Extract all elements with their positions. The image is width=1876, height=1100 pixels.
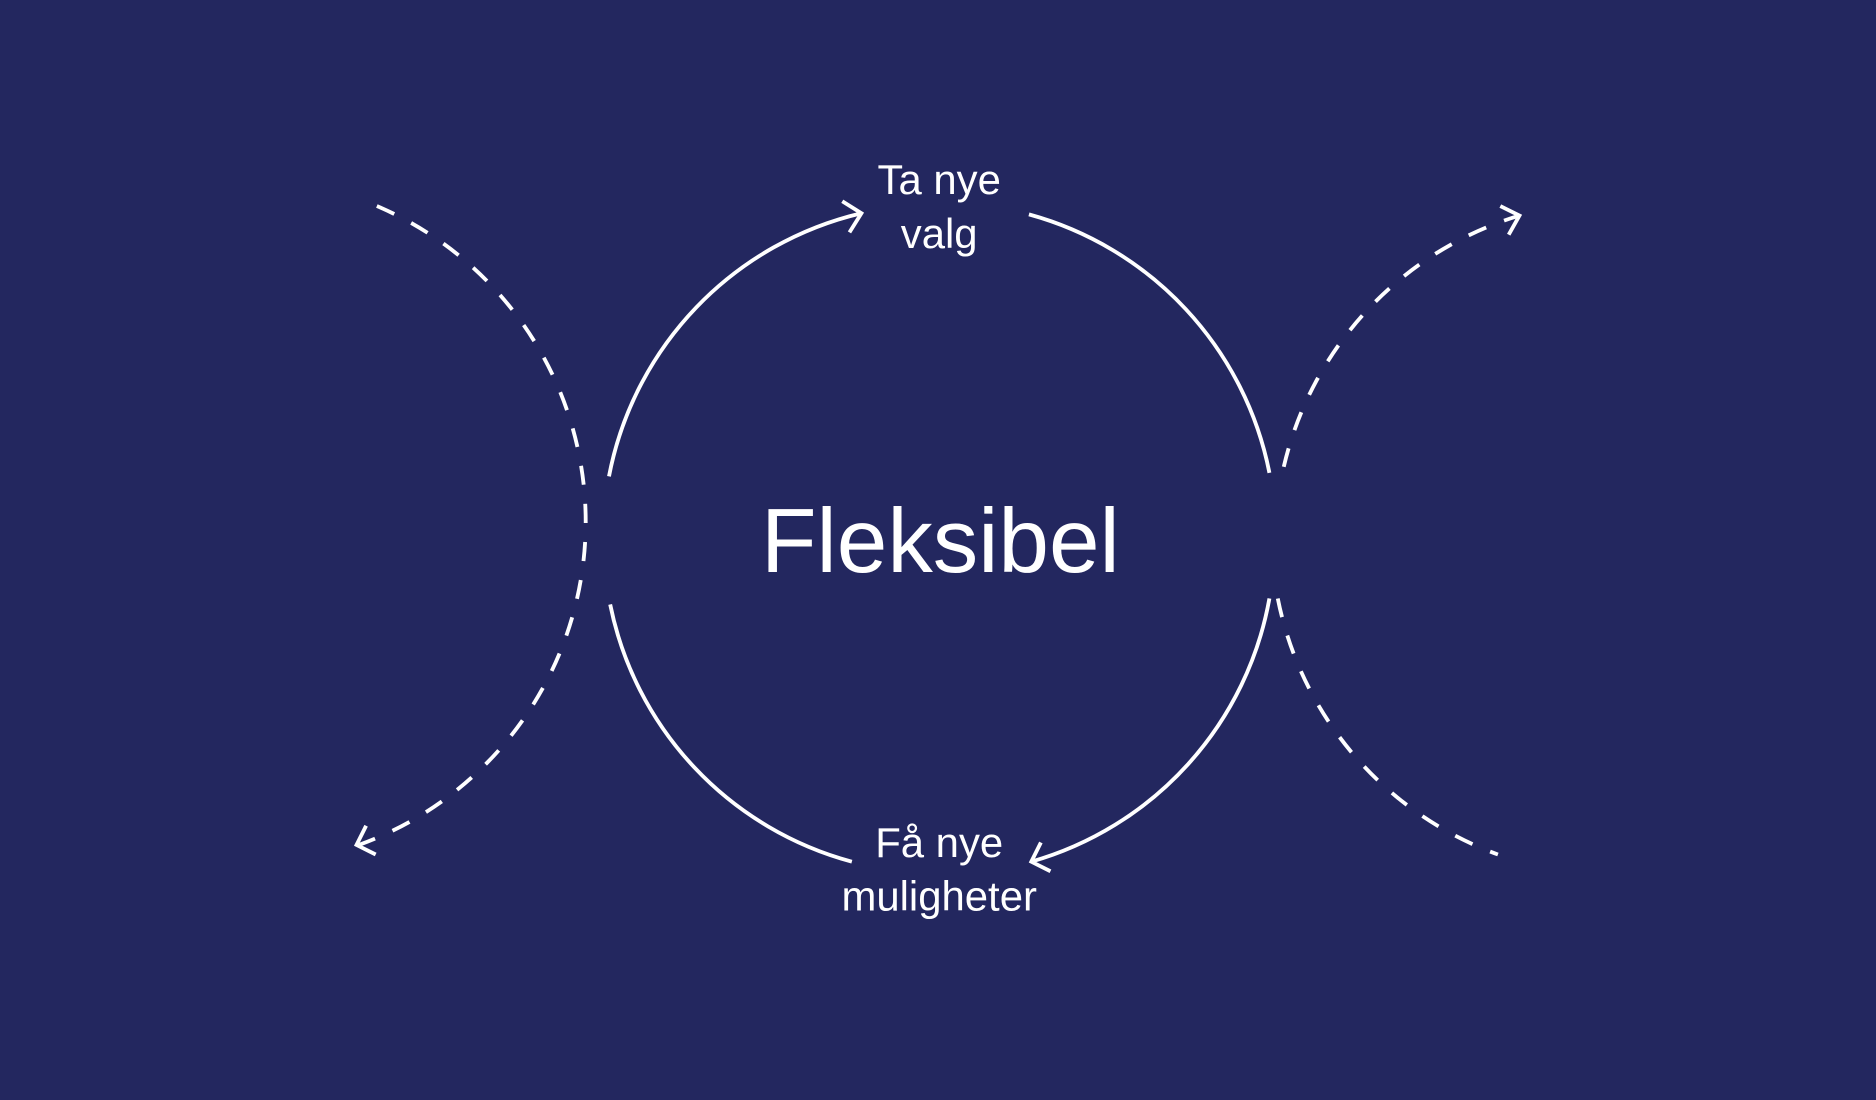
arc-lower-right [1030,598,1272,864]
arc-upper-left [607,211,862,477]
dashed-arc-left [358,204,588,847]
bottom-label-line-2: muligheter [841,873,1036,920]
arc-lower-left [608,604,853,864]
dashed-arc-upper-right [1281,213,1521,468]
top-label-line-1: Ta nye [878,156,1001,203]
arrowhead-right-icon [1499,204,1523,236]
arrowhead-bottom-icon [1028,841,1052,873]
bottom-label-line-1: Få nye [875,819,1003,866]
arc-upper-right [1028,212,1272,474]
arrowhead-top-icon [841,199,865,234]
arrowhead-left-icon [353,824,377,857]
top-label-line-2: valg [901,210,978,257]
dashed-arc-lower-right [1275,598,1499,857]
center-label: Fleksibel [761,491,1120,592]
